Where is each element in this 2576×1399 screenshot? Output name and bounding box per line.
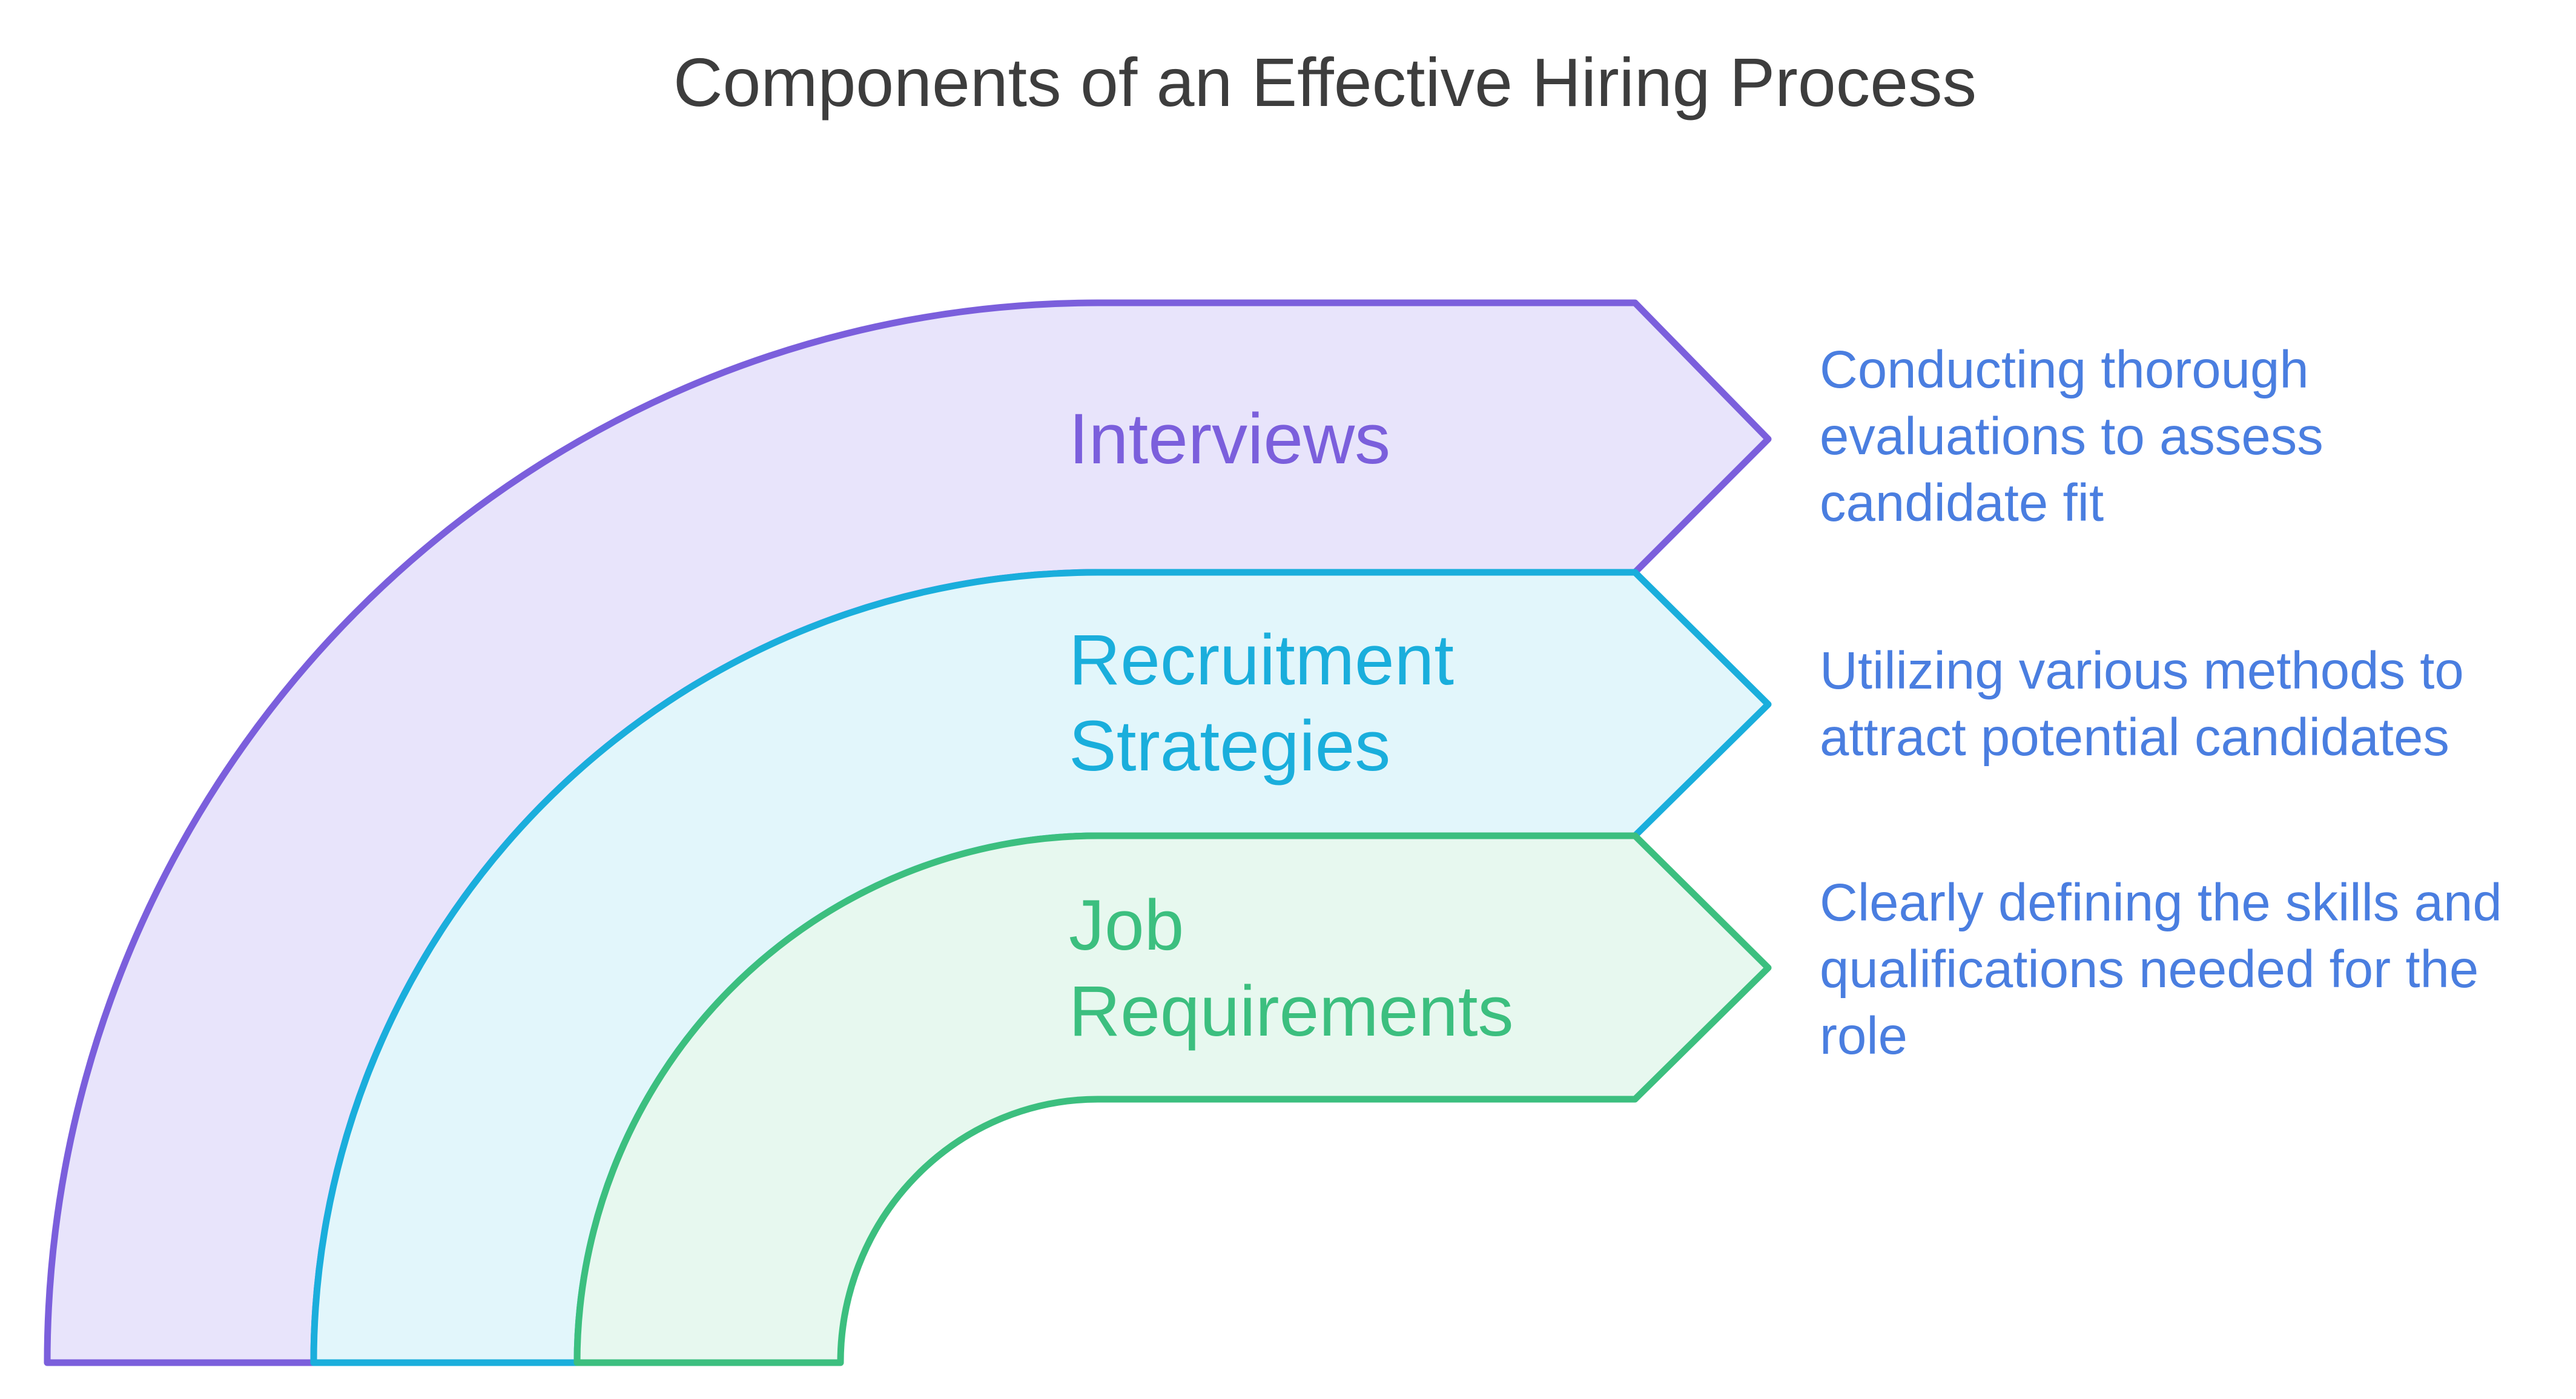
job-requirements-description: Clearly defining the skills and qualific… — [1820, 873, 2517, 1065]
recruitment-strategies-description-line: Utilizing various methods to — [1820, 641, 2464, 700]
interviews-description-line: candidate fit — [1820, 474, 2104, 532]
job-requirements-label-line: Job — [1069, 885, 1184, 965]
interviews-description: Conducting thorough evaluations to asses… — [1820, 340, 2338, 532]
interviews-label-line: Interviews — [1069, 399, 1390, 479]
recruitment-strategies-description: Utilizing various methods to attract pot… — [1820, 641, 2479, 767]
job-requirements-description-line: qualifications needed for the — [1820, 940, 2479, 999]
interviews-description-line: Conducting thorough — [1820, 340, 2309, 399]
recruitment-strategies-label-line: Recruitment — [1069, 620, 1454, 700]
job-requirements-label-line: Requirements — [1069, 971, 1514, 1051]
recruitment-strategies-description-line: attract potential candidates — [1820, 708, 2449, 767]
diagram-title: Components of an Effective Hiring Proces… — [673, 44, 1977, 121]
recruitment-strategies-label: Recruitment Strategies — [1069, 620, 1474, 786]
recruitment-strategies-label-line: Strategies — [1069, 706, 1390, 786]
job-requirements-label: Job Requirements — [1069, 885, 1514, 1051]
interviews-label: Interviews — [1069, 399, 1390, 479]
interviews-description-line: evaluations to assess — [1820, 407, 2323, 466]
job-requirements-description-line: role — [1820, 1007, 1907, 1065]
job-requirements-band — [573, 832, 1772, 1366]
job-requirements-description-line: Clearly defining the skills and — [1820, 873, 2502, 932]
